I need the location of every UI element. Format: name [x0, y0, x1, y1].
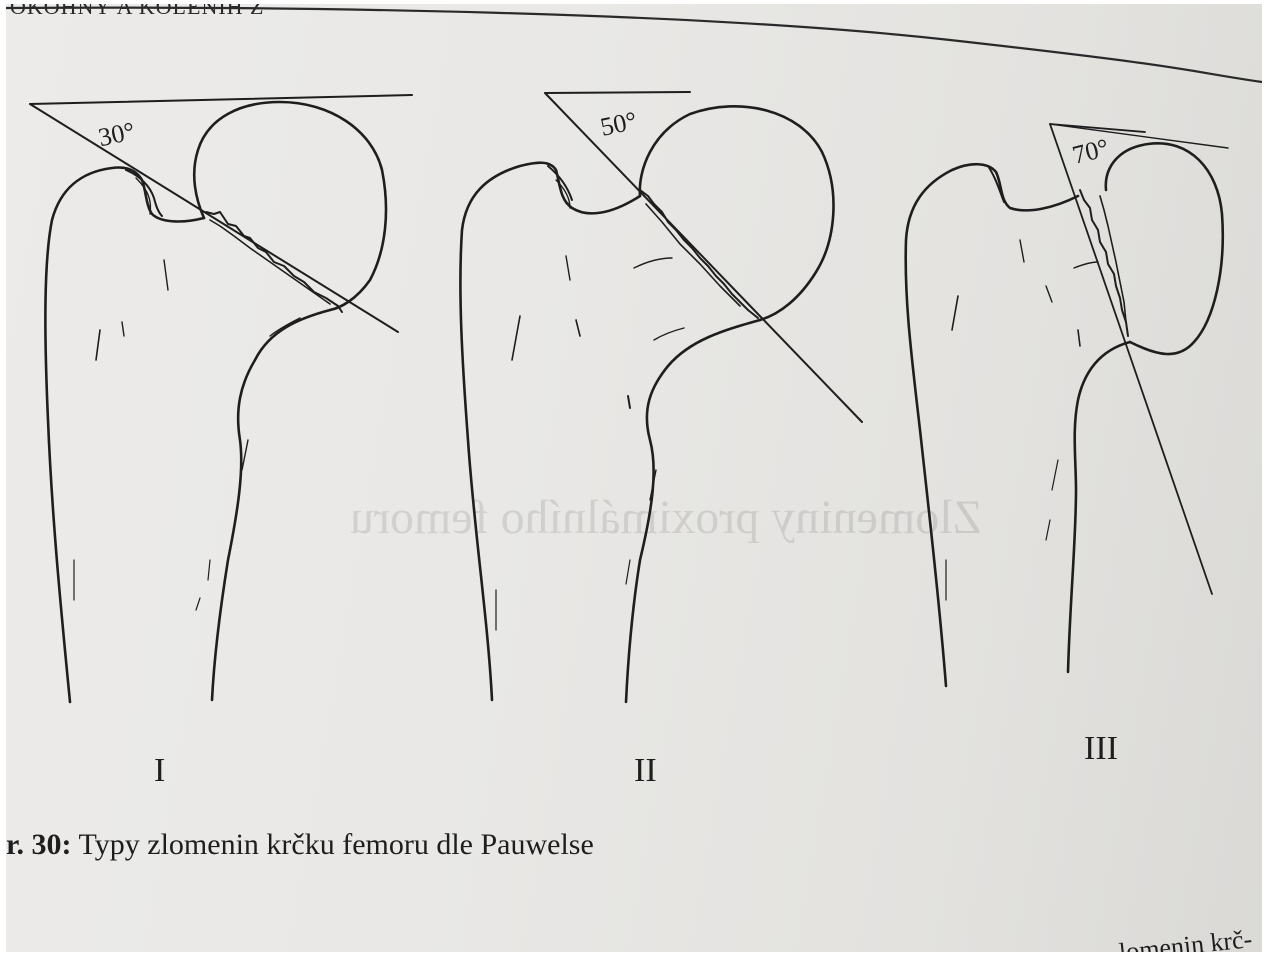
angle-line-1	[30, 104, 398, 332]
photo-border-left	[0, 0, 6, 956]
figure-caption: r. 30: Typy zlomenin krčku femoru dle Pa…	[6, 828, 594, 862]
femur-outline-1	[45, 168, 204, 703]
photo-border-top	[0, 0, 1268, 4]
reference-line-2	[545, 92, 690, 93]
femur-figure-2	[460, 92, 862, 702]
femur-outline-2	[460, 163, 640, 700]
figure-label-2: II	[634, 752, 657, 790]
page-edge-line	[6, 8, 1262, 82]
femur-figure-1	[30, 95, 412, 702]
femur-figure-3	[906, 124, 1228, 686]
caption-number: r. 30:	[6, 828, 72, 861]
reference-line-1	[30, 95, 412, 104]
figure-label-3: III	[1084, 730, 1118, 768]
caption-text: Typy zlomenin krčku femoru dle Pauwelse	[79, 828, 594, 861]
angle-label-1: 30°	[96, 116, 138, 152]
figure-label-1: I	[154, 752, 165, 790]
photo-border-right	[1262, 0, 1268, 956]
femur-outline-3	[906, 164, 1078, 686]
angle-label-2: 50°	[598, 106, 640, 142]
photo-border-bottom	[0, 952, 1268, 956]
angle-label-3: 70°	[1069, 133, 1111, 170]
fracture-line-1	[206, 212, 342, 312]
